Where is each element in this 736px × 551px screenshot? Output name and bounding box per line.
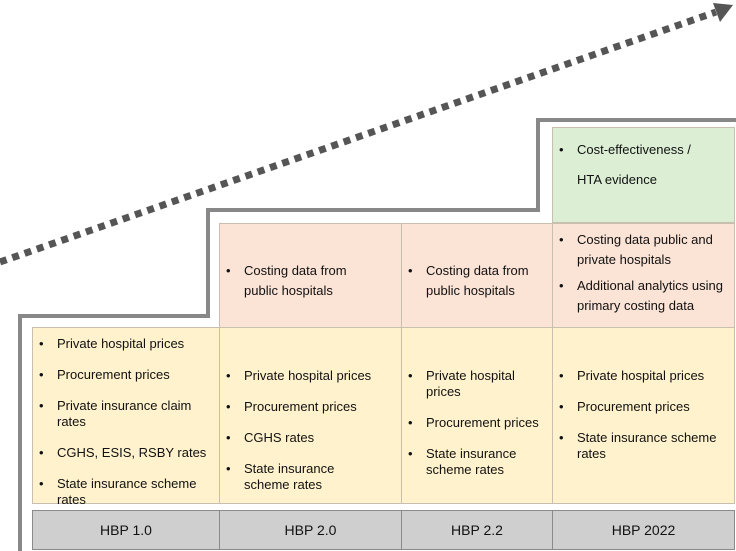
base-text: State insurance scheme rates bbox=[57, 476, 197, 507]
base-text: Private hospital prices bbox=[244, 368, 372, 383]
trend-arrow-line bbox=[0, 8, 718, 266]
costing-item: Costing data from public hospitals bbox=[402, 261, 552, 301]
base-text: State insurance scheme rates bbox=[577, 430, 717, 461]
column-header-label: HBP 2.0 bbox=[284, 522, 337, 538]
base-item: Procurement prices bbox=[220, 399, 401, 415]
trend-arrow-head bbox=[713, 3, 733, 22]
costing-box-hbp22: Costing data from public hospitals bbox=[401, 223, 553, 328]
base-item: State insurance scheme rates bbox=[33, 476, 219, 508]
column-header-label: HBP 2022 bbox=[611, 522, 676, 538]
base-text: Private hospital prices bbox=[426, 368, 515, 399]
base-box-hbp2: Private hospital prices Procurement pric… bbox=[219, 327, 402, 504]
costing-box-hbp2: Costing data from public hospitals bbox=[219, 223, 402, 328]
column-header-hbp22: HBP 2.2 bbox=[401, 510, 553, 550]
base-text: Procurement prices bbox=[57, 367, 170, 382]
base-item: Procurement prices bbox=[402, 415, 552, 431]
evidence-box-hbp2022: Cost-effectiveness / HTA evidence bbox=[552, 127, 735, 223]
costing-text: Costing data from public hospitals bbox=[426, 263, 529, 298]
base-item: CGHS rates bbox=[220, 430, 401, 446]
base-item: State insurance scheme rates bbox=[553, 430, 734, 462]
base-item: CGHS, ESIS, RSBY rates bbox=[33, 445, 219, 461]
base-text: CGHS rates bbox=[244, 430, 315, 445]
staircase-line bbox=[18, 118, 736, 551]
base-text: State insurance scheme rates bbox=[426, 446, 517, 477]
base-item: Procurement prices bbox=[33, 367, 219, 383]
base-item: Private hospital prices bbox=[402, 368, 552, 400]
base-box-hbp1: Private hospital prices Procurement pric… bbox=[32, 327, 220, 507]
base-text: Procurement prices bbox=[244, 399, 357, 414]
costing-item: Costing data public and private hospital… bbox=[553, 230, 734, 270]
base-item: Private hospital prices bbox=[553, 368, 734, 384]
base-item: Private hospital prices bbox=[33, 336, 219, 352]
base-item: Procurement prices bbox=[553, 399, 734, 415]
evidence-item: Cost-effectiveness / HTA evidence bbox=[553, 135, 734, 195]
base-text: Procurement prices bbox=[577, 399, 690, 414]
costing-box-hbp2022: Costing data public and private hospital… bbox=[552, 223, 735, 328]
base-text: CGHS, ESIS, RSBY rates bbox=[57, 445, 207, 460]
column-header-label: HBP 1.0 bbox=[100, 522, 152, 538]
base-text: State insurance scheme rates bbox=[244, 461, 335, 492]
base-item: Private hospital prices bbox=[220, 368, 401, 384]
base-text: Private insurance claim rates bbox=[57, 398, 192, 429]
column-header-label: HBP 2.2 bbox=[451, 522, 503, 538]
costing-text: Costing data from public hospitals bbox=[244, 263, 347, 298]
column-header-hbp1: HBP 1.0 bbox=[32, 510, 220, 550]
column-header-hbp2022: HBP 2022 bbox=[552, 510, 735, 550]
base-text: Private hospital prices bbox=[577, 368, 705, 383]
base-box-hbp2022: Private hospital prices Procurement pric… bbox=[552, 327, 735, 504]
costing-item: Costing data from public hospitals bbox=[220, 261, 401, 301]
base-item: Private insurance claim rates bbox=[33, 398, 219, 430]
column-header-hbp2: HBP 2.0 bbox=[219, 510, 402, 550]
base-text: Private hospital prices bbox=[57, 336, 185, 351]
base-item: State insurance scheme rates bbox=[220, 461, 401, 493]
costing-text: Costing data public and private hospital… bbox=[577, 232, 713, 267]
base-text: Procurement prices bbox=[426, 415, 539, 430]
evidence-text: Cost-effectiveness / HTA evidence bbox=[577, 142, 691, 187]
costing-text: Additional analytics using primary costi… bbox=[577, 278, 723, 313]
costing-item: Additional analytics using primary costi… bbox=[553, 276, 734, 316]
base-item: State insurance scheme rates bbox=[402, 446, 552, 478]
base-box-hbp22: Private hospital prices Procurement pric… bbox=[401, 327, 553, 504]
